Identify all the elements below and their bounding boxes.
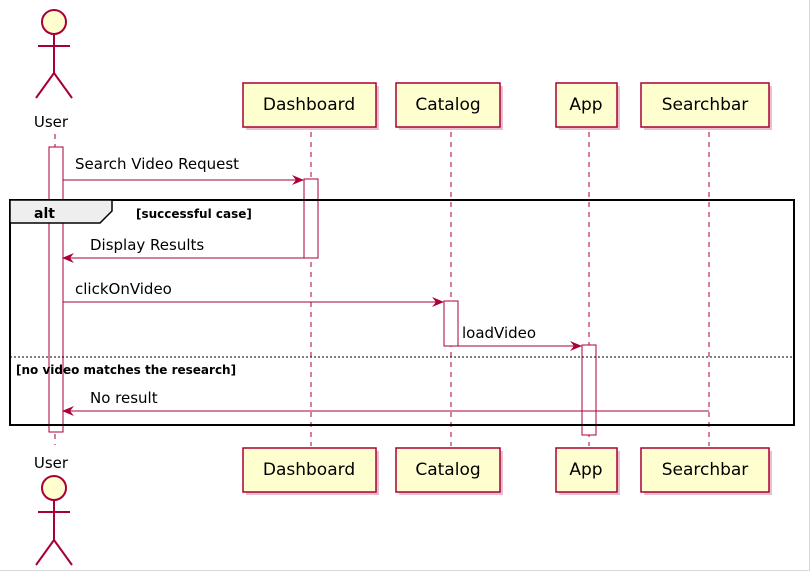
actor-left-leg [35, 72, 55, 99]
alt-operator-label: alt [34, 206, 55, 222]
message-label-search-video-request: Search Video Request [75, 155, 239, 173]
message-label-click-on-video: clickOnVideo [75, 280, 172, 298]
alt-fragment-header [9, 199, 113, 224]
participant-label-searchbar-top: Searchbar [662, 95, 749, 115]
participants-top: User Dashboard Catalog App Searchbar [34, 9, 772, 131]
participant-label-dashboard-bottom: Dashboard [263, 460, 355, 480]
participant-label-catalog-bottom: Catalog [415, 460, 480, 480]
activation-user [48, 146, 64, 433]
participant-box-app [555, 82, 618, 128]
participant-label-user-bottom: User [34, 454, 69, 472]
activation-app [581, 344, 597, 436]
alt-else-condition-label: [no video matches the research] [16, 363, 236, 377]
participant-label-searchbar-bottom: Searchbar [662, 460, 749, 480]
activation-catalog [443, 300, 459, 347]
alt-condition-label: [successful case] [136, 207, 252, 221]
actor-user-top [35, 9, 73, 99]
participant-box-dashboard-bottom [242, 447, 377, 493]
actor-left-leg [35, 539, 55, 566]
participant-label-app-bottom: App [569, 460, 602, 480]
message-label-no-result: No result [90, 389, 158, 407]
message-label-load-video: loadVideo [462, 324, 536, 342]
participant-label-app-top: App [569, 95, 602, 115]
participant-label-catalog-top: Catalog [415, 95, 480, 115]
participant-box-catalog-bottom [395, 447, 501, 493]
messages [62, 175, 709, 416]
message-labels: Search Video Request Display Results cli… [75, 155, 536, 407]
actor-head [41, 475, 67, 501]
participants-bottom: User Dashboard Catalog App Searchbar [34, 447, 772, 566]
participant-box-app-bottom [555, 447, 618, 493]
actor-right-leg [53, 539, 73, 566]
participant-label-dashboard-top: Dashboard [263, 95, 355, 115]
activations [48, 146, 597, 436]
message-label-display-results: Display Results [90, 236, 204, 254]
participant-box-catalog [395, 82, 501, 128]
participant-box-searchbar-bottom [640, 447, 770, 493]
participant-box-dashboard [242, 82, 377, 128]
participant-box-searchbar [640, 82, 770, 128]
participant-label-user-top: User [34, 113, 69, 131]
activation-dashboard [303, 178, 319, 259]
actor-head [41, 9, 67, 35]
actor-right-leg [53, 72, 73, 99]
alt-fragment-frame [9, 199, 795, 426]
actor-user-bottom [35, 475, 73, 566]
alt-fragment: alt [successful case] [no video matches … [9, 199, 795, 426]
